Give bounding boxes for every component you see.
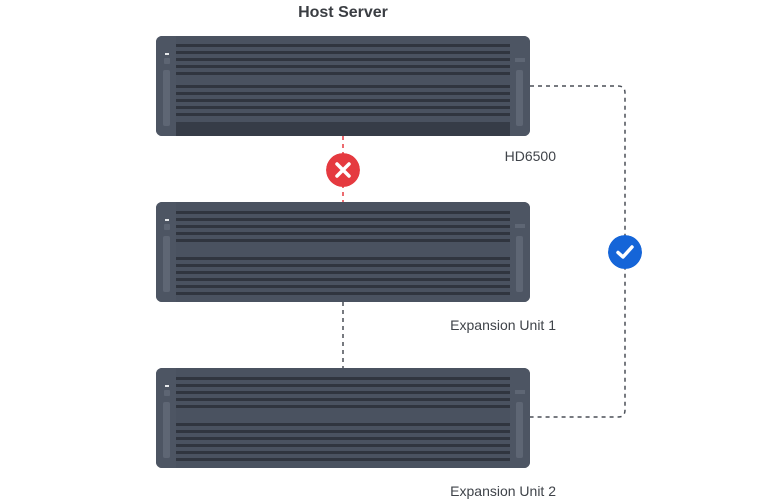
- power-led-icon: [165, 385, 169, 387]
- power-button-icon: [164, 390, 170, 396]
- drive-slot-icon: [515, 224, 525, 228]
- host-server-unit: [156, 36, 530, 136]
- power-button-icon: [164, 224, 170, 230]
- server-right-panel: [510, 36, 530, 136]
- rack-handle-left: [163, 236, 170, 292]
- expansion-unit-2: [156, 368, 530, 468]
- server-grille: [176, 202, 510, 302]
- rack-handle-right: [516, 402, 523, 458]
- expansion-unit-1-label: Expansion Unit 1: [450, 317, 556, 333]
- power-led-icon: [165, 53, 169, 55]
- server-left-panel: [156, 202, 176, 302]
- drive-slot-icon: [515, 390, 525, 394]
- power-led-icon: [165, 219, 169, 221]
- rack-handle-left: [163, 70, 170, 126]
- server-right-panel: [510, 202, 530, 302]
- server-left-panel: [156, 368, 176, 468]
- host-server-title: Host Server: [298, 4, 388, 21]
- server-left-panel: [156, 36, 176, 136]
- drive-slot-icon: [515, 58, 525, 62]
- error-x-icon: [326, 153, 360, 187]
- server-grille: [176, 368, 510, 468]
- host-server-label: HD6500: [504, 148, 556, 164]
- success-check-icon: [608, 235, 642, 269]
- power-button-icon: [164, 58, 170, 64]
- rack-handle-right: [516, 70, 523, 126]
- rack-handle-left: [163, 402, 170, 458]
- server-right-panel: [510, 368, 530, 468]
- expansion-unit-1: [156, 202, 530, 302]
- server-grille: [176, 36, 510, 136]
- rack-handle-right: [516, 236, 523, 292]
- expansion-unit-2-label: Expansion Unit 2: [450, 483, 556, 499]
